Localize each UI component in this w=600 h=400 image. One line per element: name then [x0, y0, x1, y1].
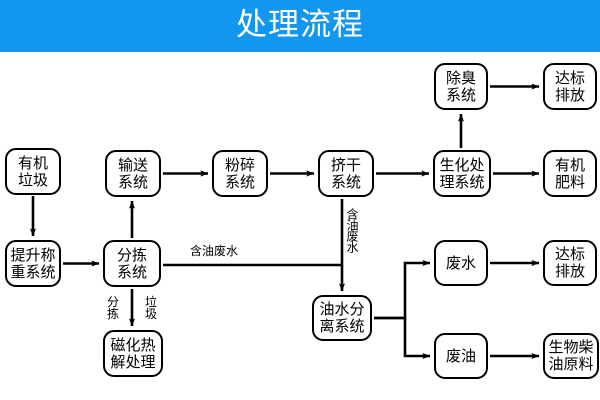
edge-oilwater-to-wasteoil: [374, 316, 431, 359]
node-label-magnetic-pyrolysis: 磁化热解处理: [110, 335, 156, 371]
node-biodiesel-feedstock[interactable]: 生物柴油原料: [543, 333, 599, 379]
node-label-waste-oil: 废油: [445, 346, 476, 365]
page-title: 处理流程: [236, 7, 364, 43]
node-waste-oil[interactable]: 废油: [434, 333, 488, 379]
node-compliant-discharge-top[interactable]: 达标排放: [543, 63, 597, 110]
node-magnetic-pyrolysis[interactable]: 磁化热解处理: [103, 330, 163, 377]
node-label-wastewater: 废水: [445, 253, 476, 272]
edge-label-oily-wastewater-horizontal: 含油废水: [190, 244, 239, 258]
node-label-organic-fertilizer: 有机肥料: [554, 155, 585, 191]
node-wastewater[interactable]: 废水: [434, 240, 488, 286]
node-conveying-system[interactable]: 输送系统: [105, 150, 161, 197]
node-label-oil-water-separation: 油水分离系统: [319, 300, 365, 335]
header-bar: [0, 0, 600, 52]
node-label-sorting-system: 分拣系统: [116, 245, 147, 281]
node-label-crushing-system: 粉碎系统: [224, 155, 255, 191]
node-organic-fertilizer[interactable]: 有机肥料: [543, 150, 597, 197]
node-label-deodorization-system: 除臭系统: [445, 68, 476, 104]
node-label-compliant-discharge-bottom: 达标排放: [554, 245, 585, 280]
edge-label-sorting: 分拣: [106, 295, 119, 321]
node-oil-water-separation[interactable]: 油水分离系统: [312, 295, 372, 341]
node-organic-waste[interactable]: 有机垃圾: [5, 148, 61, 195]
node-sorting-system[interactable]: 分拣系统: [103, 240, 161, 287]
node-biochemical-system[interactable]: 生化处理系统: [433, 150, 491, 197]
node-label-lifting-weighing: 提升称重系统: [10, 245, 56, 281]
node-lifting-weighing[interactable]: 提升称重系统: [5, 240, 61, 287]
node-compliant-discharge-bottom[interactable]: 达标排放: [543, 240, 597, 286]
node-label-biodiesel-feedstock: 生物柴油原料: [548, 338, 594, 373]
node-squeezing-system[interactable]: 挤干系统: [318, 150, 374, 197]
node-label-biochemical-system: 生化处理系统: [439, 155, 485, 191]
node-label-compliant-discharge-top: 达标排放: [554, 68, 585, 104]
edge-label-oily-wastewater-vertical: 含油废水: [345, 208, 359, 252]
node-crushing-system[interactable]: 粉碎系统: [212, 150, 268, 197]
node-deodorization-system[interactable]: 除臭系统: [434, 63, 488, 110]
node-label-conveying-system: 输送系统: [117, 155, 148, 191]
edge-oilwater-to-wastewater: [374, 260, 431, 320]
edge-label-garbage: 垃圾: [144, 295, 157, 321]
node-label-organic-waste: 有机垃圾: [17, 153, 48, 189]
node-label-squeezing-system: 挤干系统: [330, 155, 361, 191]
